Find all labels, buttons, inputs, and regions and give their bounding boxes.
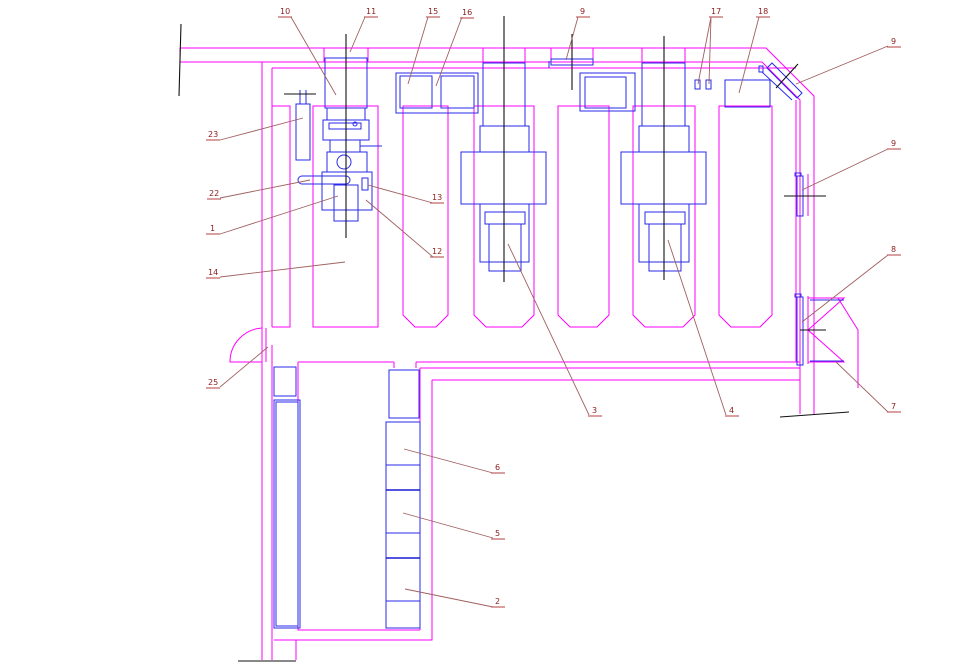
item-15-box xyxy=(399,75,433,109)
leader-17b xyxy=(708,16,712,85)
column-body xyxy=(385,421,421,629)
item-9-diagonal-line xyxy=(761,71,793,101)
leader-11 xyxy=(349,16,366,53)
item-23-unit xyxy=(295,103,311,161)
column-head xyxy=(388,369,420,419)
leader-9a xyxy=(565,16,579,61)
left-rack-outer xyxy=(273,399,301,629)
machine-knob xyxy=(352,121,358,127)
pit-4-box-outer xyxy=(579,72,636,112)
leader-9b xyxy=(795,45,889,85)
machine-4-plate xyxy=(644,211,686,225)
item-8-cap xyxy=(794,293,802,298)
callout-1: 1 xyxy=(210,224,215,233)
callout-7: 7 xyxy=(891,402,896,411)
door-swing xyxy=(229,327,263,363)
callout-18: 18 xyxy=(758,7,768,16)
machine-base xyxy=(321,171,373,211)
machine-3-foot xyxy=(488,223,522,272)
item-9-diagonal-unit xyxy=(766,62,803,99)
callout-13: 13 xyxy=(432,193,442,202)
leader-7 xyxy=(835,361,889,413)
callout-8: 8 xyxy=(891,245,896,254)
building-walls xyxy=(179,47,859,660)
leader-14 xyxy=(219,261,346,278)
item-17-b xyxy=(705,79,712,90)
leader-17a xyxy=(697,16,712,85)
item-17-a xyxy=(694,79,701,90)
item-16-box xyxy=(440,75,475,109)
callout-22: 22 xyxy=(209,189,219,198)
equipment xyxy=(273,57,844,629)
item-15-frame xyxy=(395,72,479,114)
inner-wall-top xyxy=(180,61,801,414)
callout-9a: 9 xyxy=(580,7,585,16)
leader-10 xyxy=(290,16,337,96)
item-9-right-cap xyxy=(794,172,802,177)
item-9-small xyxy=(758,65,764,73)
callout-10: 10 xyxy=(280,7,290,16)
callout-14: 14 xyxy=(208,268,218,277)
machine-3-plate xyxy=(484,211,526,225)
callout-3: 3 xyxy=(592,406,597,415)
leader-22 xyxy=(219,179,311,199)
item-18-box xyxy=(724,79,771,108)
leader-2 xyxy=(404,588,494,608)
callout-6: 6 xyxy=(495,463,500,472)
pit-2 xyxy=(402,105,449,328)
callout-25: 25 xyxy=(208,378,218,387)
machine-panel xyxy=(328,122,362,130)
middle-wall-upper xyxy=(297,362,420,631)
center-axes xyxy=(178,16,850,662)
corridor-wall-outer xyxy=(274,380,433,641)
machine-side xyxy=(361,177,369,191)
pit-4 xyxy=(557,105,610,328)
pit-5 xyxy=(632,105,696,328)
callout-16: 16 xyxy=(462,8,472,17)
gate-bracket xyxy=(837,297,859,388)
callout-4: 4 xyxy=(729,406,734,415)
callout-5: 5 xyxy=(495,529,500,538)
callout-15: 15 xyxy=(428,7,438,16)
leader-1 xyxy=(219,195,339,235)
left-stall xyxy=(272,105,291,328)
axis-bottom-right xyxy=(779,411,850,418)
callout-23: 23 xyxy=(208,130,218,139)
machine-pipe xyxy=(297,175,351,185)
leader-8 xyxy=(801,254,889,323)
item-25-box xyxy=(273,366,297,397)
callout-labels: 10 11 15 16 9 17 18 9 9 23 22 13 1 12 14… xyxy=(206,7,901,608)
callout-9b: 9 xyxy=(891,37,896,46)
leader-15 xyxy=(407,16,429,85)
leader-9c xyxy=(801,148,889,191)
leader-25 xyxy=(219,346,269,388)
callout-11: 11 xyxy=(366,7,376,16)
callout-2: 2 xyxy=(495,597,500,606)
callout-12: 12 xyxy=(432,247,442,256)
left-rack-inner xyxy=(275,401,299,627)
leader-3 xyxy=(507,243,590,416)
leader-4 xyxy=(667,239,727,416)
machine-mid xyxy=(329,139,361,153)
leader-lines xyxy=(219,16,889,608)
pit-3 xyxy=(473,105,535,328)
pit-4-box-inner xyxy=(584,76,627,109)
axis-left-wall xyxy=(178,23,182,97)
machine-lower xyxy=(326,151,368,173)
axis-diagonal xyxy=(775,63,799,89)
leader-18 xyxy=(738,16,760,94)
leader-23 xyxy=(219,117,304,141)
callout-17: 17 xyxy=(711,7,721,16)
machine-4-foot xyxy=(648,223,682,272)
leader-5 xyxy=(402,512,494,539)
leader-13 xyxy=(367,184,434,204)
callout-9c: 9 xyxy=(891,139,896,148)
pit-6 xyxy=(718,105,773,328)
machine-wheel xyxy=(336,154,352,170)
leader-16 xyxy=(435,16,463,87)
leader-6 xyxy=(403,448,494,474)
leader-12 xyxy=(365,199,434,258)
